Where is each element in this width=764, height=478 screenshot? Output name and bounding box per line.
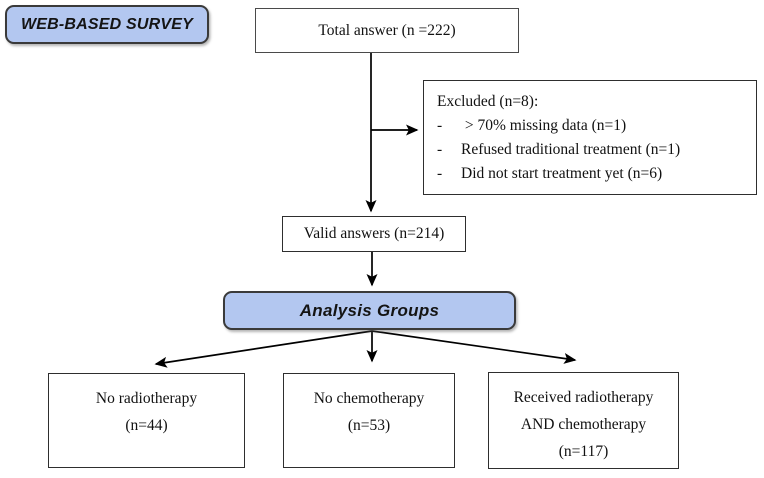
group-n-value: (n=53) (347, 417, 391, 434)
group-n-value: (n=44) (125, 417, 168, 434)
group-box-no-radiotherapy: No radiotherapy (n=44) (48, 373, 245, 468)
dash-bullet: - (437, 165, 443, 182)
excluded-item-text: Did not start treatment yet (n=6) (461, 165, 663, 182)
group-line: No chemotherapy (313, 390, 425, 407)
excluded-item-text: > 70% missing data (n=1) (461, 117, 627, 134)
dash-bullet: - (437, 117, 443, 134)
analysis-groups-label: Analysis Groups (299, 300, 440, 320)
excluded-list: - > 70% missing data (n=1) - Refused tra… (437, 114, 748, 186)
valid-answers-label: Valid answers (n=214) (303, 225, 445, 242)
excluded-item: - Refused traditional treatment (n=1) (437, 138, 748, 162)
arrow-analysis-to-group-left (154, 330, 373, 368)
arrow-analysis-to-group-right (371, 330, 577, 364)
group-line: AND chemotherapy (520, 416, 647, 433)
total-answer-box: Total answer (n =222) (255, 8, 519, 53)
excluded-title: Excluded (n=8): (437, 93, 539, 110)
excluded-item: - Did not start treatment yet (n=6) (437, 162, 748, 186)
group-n-value: (n=117) (558, 443, 609, 460)
valid-answers-box: Valid answers (n=214) (282, 216, 466, 252)
dash-bullet: - (437, 141, 443, 158)
total-answer-label: Total answer (n =222) (318, 21, 456, 39)
analysis-groups-node: Analysis Groups (223, 291, 516, 330)
excluded-item: - > 70% missing data (n=1) (437, 114, 748, 138)
group-line: Received radiotherapy (513, 389, 654, 406)
excluded-item-text: Refused traditional treatment (n=1) (461, 141, 681, 158)
group-line: No radiotherapy (95, 390, 198, 407)
excluded-box: Excluded (n=8): - > 70% missing data (n=… (423, 80, 757, 195)
survey-badge: WEB-BASED SURVEY (5, 5, 209, 44)
group-box-radio-and-chemo: Received radiotherapy AND chemotherapy (… (488, 372, 679, 469)
group-box-no-chemotherapy: No chemotherapy (n=53) (283, 373, 455, 468)
survey-badge-label: WEB-BASED SURVEY (20, 15, 194, 33)
